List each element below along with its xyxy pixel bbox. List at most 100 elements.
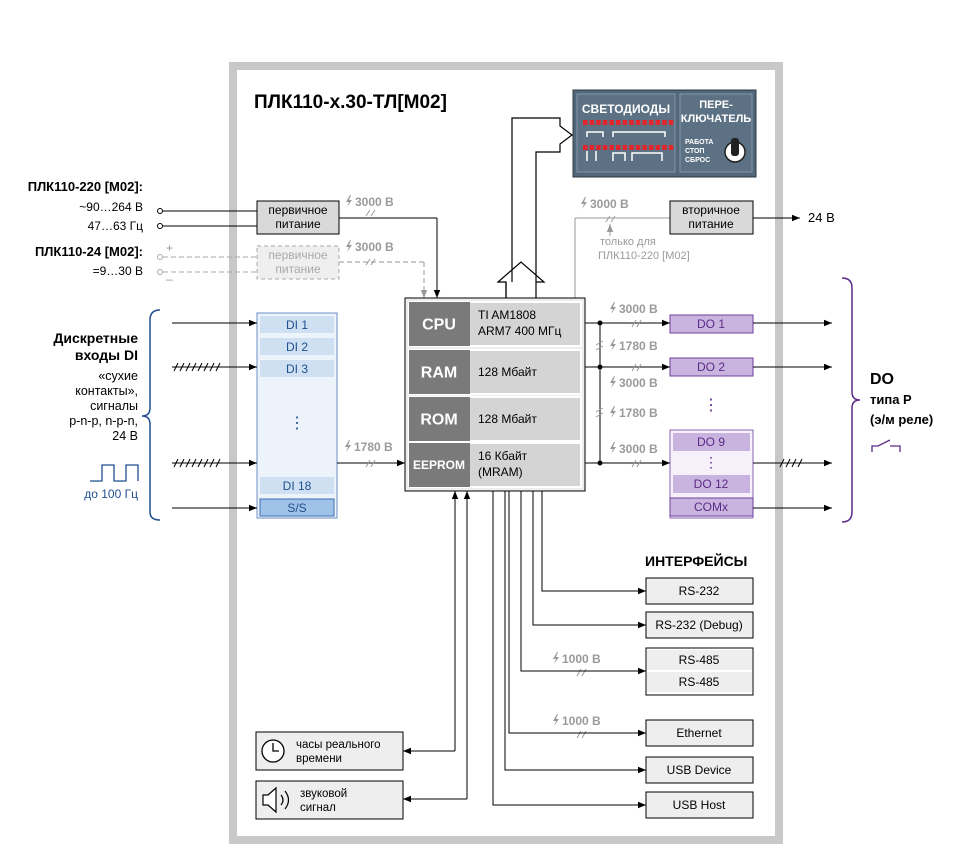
led-1-9: [642, 145, 647, 150]
do-bracket: [841, 277, 861, 523]
do-item-label-1: DO 2: [697, 360, 725, 374]
svg-text:1780 В: 1780 В: [354, 440, 393, 454]
device-title: ПЛК110-х.30-ТЛ[М02]: [254, 92, 447, 113]
svg-text:питание: питание: [688, 217, 734, 231]
leds-label: СВЕТОДИОДЫ: [582, 102, 670, 116]
led-0-1: [589, 120, 595, 125]
cpu-row-desc2-3: (MRAM): [478, 465, 523, 479]
svg-text:1000 В: 1000 В: [562, 652, 601, 666]
switch-label-2: КЛЮЧАТЕЛЬ: [681, 113, 752, 125]
do-item-2: [673, 433, 750, 451]
cpu-row-desc-2: 128 Мбайт: [478, 412, 537, 426]
interfaces-title: ИНТЕРФЕЙСЫ: [645, 552, 747, 569]
di-frequency: до 100 Гц: [84, 487, 138, 501]
switch-state-stop: СТОП: [685, 148, 704, 155]
iso-3000-primary: 3000 В: [346, 195, 394, 217]
svg-text:3000 В: 3000 В: [355, 240, 394, 254]
cpu-row-desc2-0: ARM7 400 МГц: [478, 324, 562, 338]
power220-freq: 47…63 Гц: [88, 219, 144, 233]
di-item-4: [259, 498, 335, 517]
do-item-0: [669, 314, 754, 334]
di-item-label-3: DI 18: [283, 479, 312, 493]
iso-1000-rs485: 1000 В: [553, 652, 601, 677]
led-1-0: [583, 145, 588, 150]
iso-1780-di: 1780 В: [345, 440, 393, 468]
svg-text:часы реального: часы реального: [296, 739, 381, 751]
power-220-input: ПЛК110-220 [М02]: ~90…264 В 47…63 Гц: [28, 179, 257, 233]
di-desc-1: контакты»,: [75, 384, 138, 398]
led-1-8: [635, 145, 641, 150]
cpu-row-label-0: CPU: [422, 316, 456, 333]
interface-label-5: USB Device: [667, 763, 732, 777]
do-heading-2: типа Р: [870, 392, 912, 407]
di-item-2: [260, 360, 334, 377]
power220-voltage: ~90…264 В: [79, 200, 143, 214]
bus-line-1: [532, 491, 646, 629]
iso-3000-primary-24: 3000 В: [346, 240, 394, 266]
iso-3000-secondary: 3000 В: [581, 197, 629, 223]
led-0-2: [596, 120, 601, 125]
led-indicators: [583, 120, 674, 150]
interface-4: [645, 719, 754, 747]
do-heading-3: (э/м реле): [870, 412, 933, 427]
cpu-row-label-bg-0: [409, 302, 470, 346]
cpu-row-desc-1: 128 Мбайт: [478, 365, 537, 379]
di-item-1: [260, 338, 334, 355]
cpu-row-label-2: ROM: [420, 411, 457, 428]
di-heading-1: Дискретные: [53, 330, 138, 346]
rtc-box: часы реального времени: [255, 731, 404, 771]
svg-text:питание: питание: [275, 262, 321, 276]
led-1-1: [589, 145, 595, 150]
di-item-label-4: S/S: [287, 501, 306, 515]
led-0-6: [622, 120, 628, 125]
di-item-label-1: DI 2: [286, 340, 308, 354]
iso-do: 3000 В 1780 В 3000 В 1780 В 3000 В: [595, 302, 658, 468]
switch-state-run: РАБОТА: [685, 139, 713, 146]
led-1-10: [649, 145, 654, 150]
svg-text:времени: времени: [296, 753, 342, 765]
svg-text:1780 В: 1780 В: [619, 406, 658, 420]
svg-text:звуковой: звуковой: [300, 788, 347, 800]
di-item-label-0: DI 1: [286, 318, 308, 332]
svg-text:питание: питание: [275, 217, 321, 231]
svg-text:+: +: [166, 241, 173, 255]
power220-name: ПЛК110-220 [М02]:: [28, 179, 143, 194]
cpu-row-label-bg-1: [409, 350, 470, 394]
led-0-3: [602, 120, 608, 125]
interface-label-2: RS-485: [679, 653, 720, 667]
svg-text:1000 В: 1000 В: [562, 714, 601, 728]
di-desc-4: 24 В: [112, 429, 138, 443]
primary-power-box-24: первичное питание: [256, 245, 340, 280]
di-desc-3: p-n-p, n-p-n,: [69, 414, 138, 428]
svg-text:вторичное: вторичное: [682, 203, 740, 217]
svg-text:1780 В: 1780 В: [619, 339, 658, 353]
only-for-2: ПЛК110-220 [М02]: [598, 250, 690, 262]
svg-text:3000 В: 3000 В: [590, 197, 629, 211]
power24-name: ПЛК110-24 [М02]:: [35, 244, 143, 259]
cpu-row-label-bg-2: [409, 397, 470, 441]
led-1-3: [602, 145, 608, 150]
interface-label-6: USB Host: [673, 798, 726, 812]
led-0-13: [668, 120, 674, 125]
primary-power-box: первичное питание: [256, 200, 340, 235]
interface-1: [645, 611, 754, 639]
svg-text:сигнал: сигнал: [300, 802, 336, 814]
power24-voltage: =9…30 В: [93, 264, 143, 278]
led-0-8: [635, 120, 641, 125]
cpu-row-label-3: EEPROM: [413, 458, 465, 472]
do-item-3: [673, 475, 750, 493]
do-item-label-4: COMx: [694, 500, 728, 514]
sound-box: звуковой сигнал: [255, 780, 404, 820]
interface-label-3: RS-485: [679, 675, 720, 689]
interface-label-0: RS-232: [679, 584, 720, 598]
cpu-row-desc-3: 16 Кбайт: [478, 449, 528, 463]
do-item-4: [669, 497, 754, 517]
iso-1000-ethernet: 1000 В: [553, 714, 601, 739]
interface-label-1: RS-232 (Debug): [655, 618, 742, 632]
svg-text:первичное: первичное: [268, 203, 327, 217]
do-item-label-3: DO 12: [694, 477, 729, 491]
switch-label-1: ПЕРЕ-: [699, 99, 733, 111]
only-for-1: только для: [600, 236, 656, 248]
di-dots: ⋮: [289, 415, 305, 432]
